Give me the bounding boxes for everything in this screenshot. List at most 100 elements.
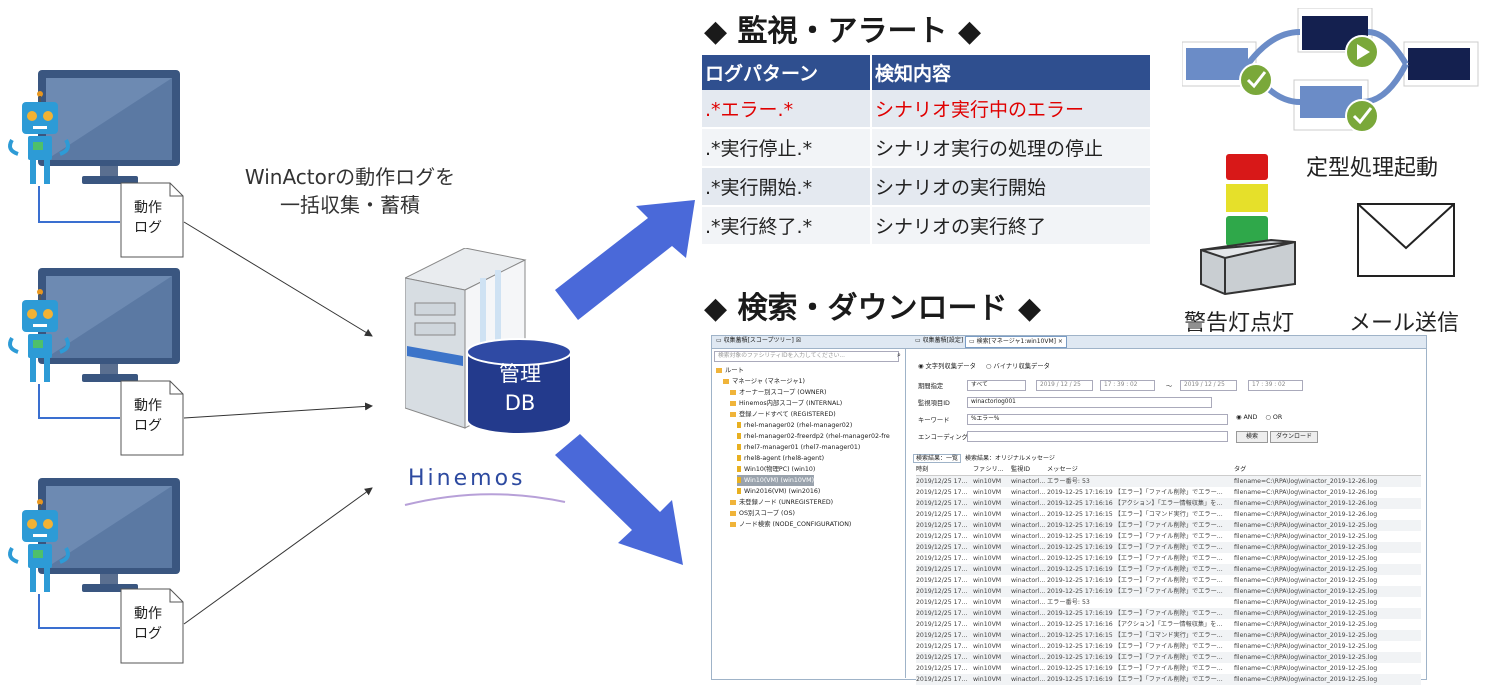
tag-cell: filename=C:\RPA\log\winactor_2019-12-25.…	[1234, 544, 1378, 551]
radio-string[interactable]: ◉ 文字列収集データ	[918, 363, 976, 370]
message-cell: 2019-12-25 17:16:19 【エラー】「ファイル削除」でエラー...	[1047, 610, 1223, 617]
tree-item[interactable]: rhel8-agent (rhel8-agent)	[737, 453, 824, 464]
table-header-row: ログパターン 検知内容	[702, 55, 1152, 90]
tree-item[interactable]: rhel-manager02-freerdp2 (rhel-manager02-…	[737, 431, 890, 442]
date-from-input[interactable]: 2019 / 12 / 25	[1036, 380, 1093, 391]
job-flow-icon	[1182, 8, 1479, 133]
tree-item-label: Win2016(VM) (win2016)	[744, 488, 821, 495]
tag-cell: filename=C:\RPA\log\winactor_2019-12-25.…	[1234, 522, 1378, 529]
column-header-time[interactable]: 時刻	[916, 466, 929, 473]
tree-item[interactable]: rhel7-manager01 (rhel7-manager01)	[737, 442, 860, 453]
tree-item[interactable]: オーナー別スコープ (OWNER)	[730, 387, 826, 398]
message-cell: 2019-12-25 17:16:19 【エラー】「ファイル削除」でエラー...	[1047, 544, 1223, 551]
tree-item[interactable]: ノード検索 (NODE_CONFIGURATION)	[730, 519, 851, 530]
tree-item[interactable]: 未登録ノード (UNREGISTERED)	[730, 497, 833, 508]
tree-item[interactable]: rhel-manager02 (rhel-manager02)	[737, 420, 852, 431]
monitor-id-select[interactable]: winactorlog001	[967, 397, 1212, 408]
time-cell: 2019/12/25 17...	[916, 544, 968, 551]
time-from-input[interactable]: 17 : 39 : 02	[1100, 380, 1155, 391]
time-cell: 2019/12/25 17...	[916, 621, 968, 628]
pc-robot-illustration	[8, 478, 180, 629]
range-tilde: ～	[1166, 383, 1173, 390]
node-icon	[737, 488, 741, 494]
tab-result-list[interactable]: 検索結果：一覧	[913, 454, 962, 463]
tree-item[interactable]: 登録ノードすべて (REGISTERED)	[730, 409, 836, 420]
radio-binary[interactable]: ○ バイナリ収集データ	[985, 363, 1050, 370]
tree-item[interactable]: Win2016(VM) (win2016)	[737, 486, 820, 497]
search-button[interactable]: 検索	[1236, 431, 1268, 443]
node-icon	[737, 455, 741, 461]
period-select[interactable]: すべて	[967, 380, 1026, 391]
tree-item-label: rhel8-agent (rhel8-agent)	[744, 455, 825, 462]
tab-search-active[interactable]: ▭ 検索[マネージャ1:win10VM] ×	[965, 336, 1067, 348]
radio-or[interactable]: ○ OR	[1265, 414, 1283, 421]
tag-cell: filename=C:\RPA\log\winactor_2019-12-25.…	[1234, 665, 1378, 672]
tag-cell: filename=C:\RPA\log\winactor_2019-12-25.…	[1234, 533, 1378, 540]
facility-cell: win10VM	[973, 643, 1002, 650]
monitor-id-cell: winactorl...	[1011, 621, 1046, 628]
arrow-doc1-to-server	[183, 221, 373, 337]
search-icon[interactable]: ⌕	[897, 351, 901, 359]
tree-item[interactable]: ルート	[716, 365, 744, 376]
facility-cell: win10VM	[973, 500, 1002, 507]
tree-item[interactable]: OS別スコープ (OS)	[730, 508, 795, 519]
tag-cell: filename=C:\RPA\log\winactor_2019-12-25.…	[1234, 566, 1378, 573]
node-icon	[737, 433, 741, 439]
folder-icon	[730, 389, 736, 395]
facility-cell: win10VM	[973, 566, 1002, 573]
tree-item[interactable]: マネージャ (マネージャ1)	[723, 376, 805, 387]
message-cell: エラー番号: 53	[1047, 599, 1090, 606]
monitor-id-cell: winactorl...	[1011, 555, 1046, 562]
tree-item[interactable]: Win10(VM) (win10VM)	[737, 475, 815, 486]
window-icon: ▭	[915, 337, 923, 344]
close-icon[interactable]: ×	[1055, 338, 1063, 345]
period-label: 期間指定	[918, 383, 944, 390]
time-to-input[interactable]: 17 : 39 : 02	[1248, 380, 1303, 391]
keyword-input[interactable]: %エラー%	[967, 414, 1228, 425]
tab-scope-tree[interactable]: ▭ 収集蓄積[スコープツリー] ☒	[716, 337, 802, 344]
column-header-facility[interactable]: ファシリ...	[973, 466, 1004, 473]
monitor-id-cell: winactorl...	[1011, 522, 1046, 529]
column-header-message[interactable]: メッセージ	[1047, 466, 1078, 473]
facility-cell: win10VM	[973, 577, 1002, 584]
keyword-label: キーワード	[918, 417, 950, 424]
download-button[interactable]: ダウンロード	[1270, 431, 1318, 443]
hinemos-logo: Hinemos	[408, 466, 526, 491]
search-section-title: ◆ 検索・ダウンロード ◆	[704, 291, 1042, 326]
tree-item-label: OS別スコープ (OS)	[739, 510, 795, 517]
node-icon	[737, 466, 741, 472]
facility-filter-input[interactable]: 検索対象のファシリティIDを入力してください...	[714, 351, 899, 362]
column-header-monitor-id[interactable]: 監視ID	[1011, 466, 1030, 473]
tree-item-label: 未登録ノード (UNREGISTERED)	[739, 499, 834, 506]
date-to-input[interactable]: 2019 / 12 / 25	[1180, 380, 1237, 391]
tree-item[interactable]: Win10(物理PC) (win10)	[737, 464, 815, 475]
tab-result-original[interactable]: 検索結果：オリジナルメッセージ	[964, 455, 1055, 462]
tab-collection-settings[interactable]: ▭ 収集蓄積[設定]	[915, 337, 964, 344]
tree-item[interactable]: Hinemos内部スコープ (INTERNAL)	[730, 398, 842, 409]
encoding-input[interactable]	[967, 431, 1228, 442]
column-header-tag[interactable]: タグ	[1234, 466, 1247, 473]
pc-robot-illustration	[8, 70, 180, 223]
monitor-id-cell: winactorl...	[1011, 566, 1046, 573]
monitor-id-cell: winactorl...	[1011, 478, 1046, 485]
radio-and[interactable]: ◉ AND	[1236, 414, 1258, 421]
